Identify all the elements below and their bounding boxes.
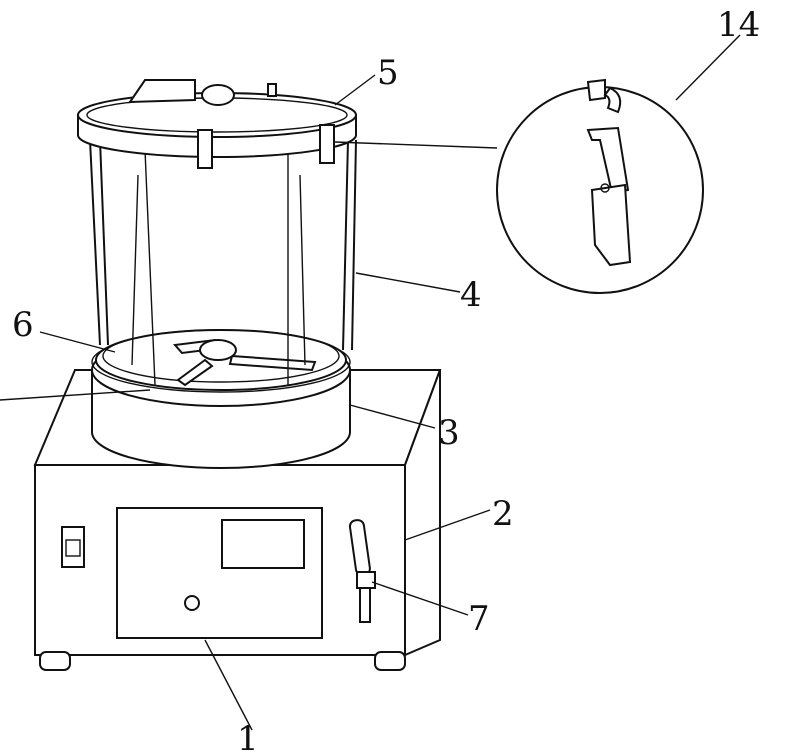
label-4: 4: [460, 275, 482, 315]
label-3: 3: [438, 413, 460, 453]
latch-detail: [334, 78, 704, 294]
side-switch: [61, 526, 85, 568]
label-2: 2: [492, 494, 514, 534]
handle: [348, 519, 376, 623]
lid: [77, 79, 357, 169]
label-14: 14: [717, 5, 761, 45]
label-7: 7: [468, 599, 490, 639]
label-1: 1: [237, 719, 259, 756]
label-6: 6: [12, 305, 34, 345]
transparent-cover: [89, 139, 357, 386]
tray: [95, 329, 347, 391]
label-5: 5: [377, 53, 399, 93]
leader-lines: [0, 34, 741, 731]
control-panel: [116, 507, 323, 639]
